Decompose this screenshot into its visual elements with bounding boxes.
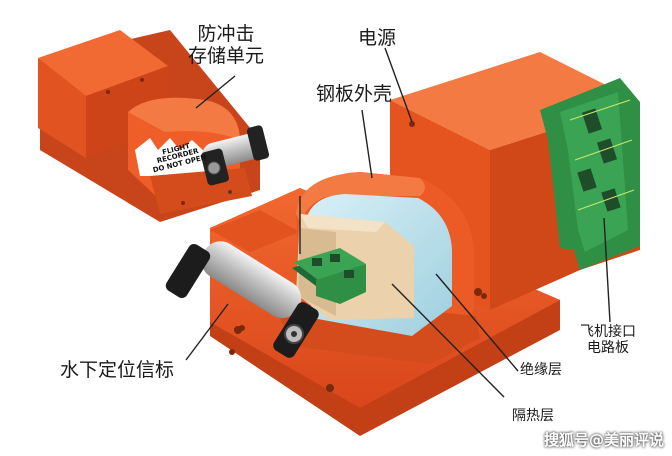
leader-lines: [185, 47, 611, 398]
label-crash-memory-unit: 防冲击 存储单元: [188, 23, 265, 68]
label-heat-insulation-layer: 隔热层: [512, 408, 554, 424]
label-steel-shell: 钢板外壳: [316, 83, 393, 105]
armored-housing: [280, 172, 480, 364]
label-aircraft-interface-board-line2: 电路板: [587, 340, 629, 357]
watermark-text: 搜狐号@美丽评说: [543, 431, 664, 449]
label-underwater-beacon: 水下定位信标: [60, 359, 175, 381]
locator-beacon: [165, 241, 319, 358]
label-crash-memory-unit-line2: 存储单元: [188, 44, 265, 67]
label-insulation-layer: 绝缘层: [520, 362, 562, 378]
label-aircraft-interface-board: 飞机接口 电路板: [580, 324, 636, 356]
label-crash-memory-unit-line1: 防冲击: [197, 23, 255, 45]
label-power: 电源: [358, 27, 397, 49]
memory-unit-module: [38, 30, 270, 222]
label-aircraft-interface-board-line1: 飞机接口: [580, 324, 636, 340]
